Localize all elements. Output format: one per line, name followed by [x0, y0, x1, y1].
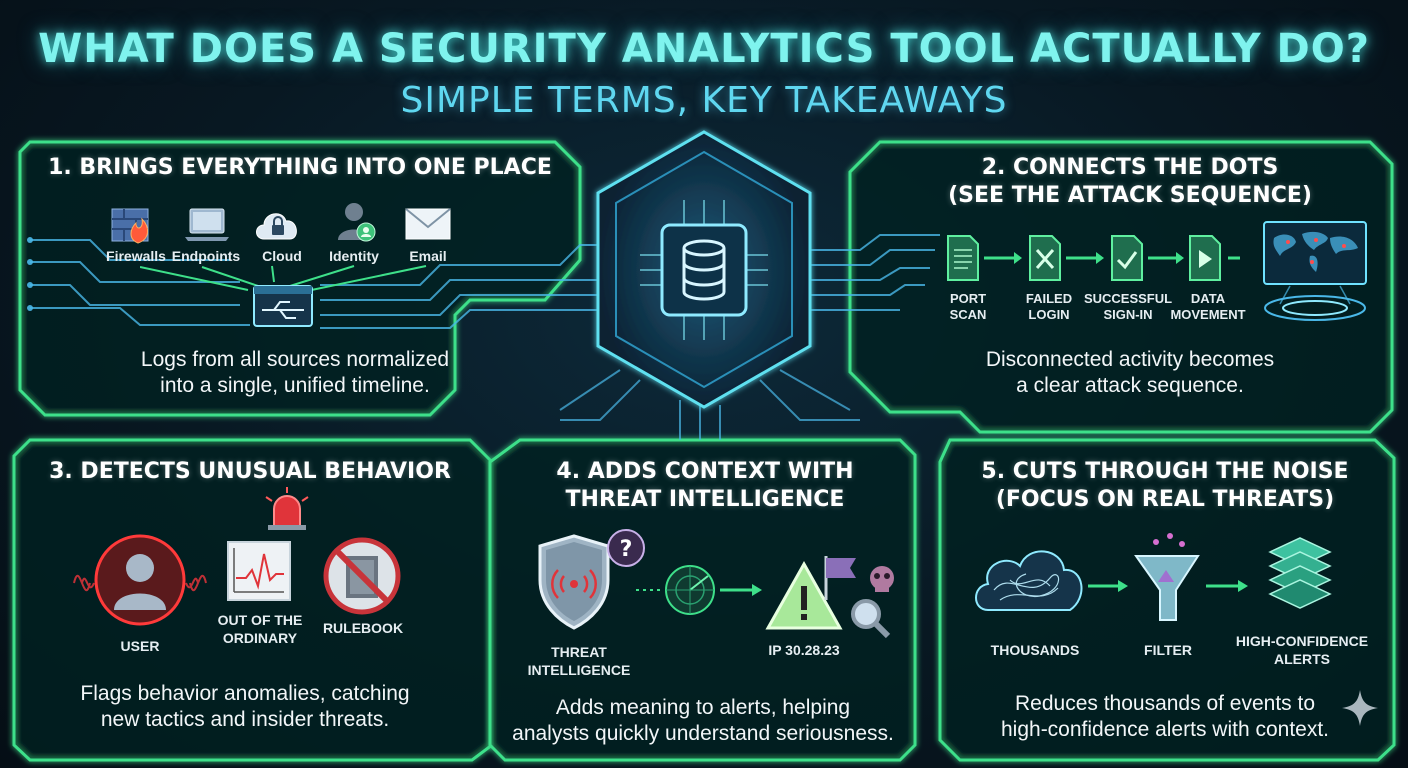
noise-filter-row	[975, 533, 1332, 621]
filter-label: FILTER	[1144, 642, 1192, 658]
step-4-line2: MOVEMENT	[1170, 307, 1246, 322]
page-subtitle: SIMPLE TERMS, KEY TAKEAWAYS	[400, 80, 1008, 121]
panel-5-desc-line2: high-confidence alerts with context.	[1000, 718, 1329, 741]
source-label-cloud: Cloud	[262, 248, 302, 264]
laptop-icon	[185, 208, 229, 241]
panel-2-title-line2: (SEE THE ATTACK SEQUENCE)	[948, 183, 1312, 208]
panel-2-desc-line2: a clear attack sequence.	[1016, 374, 1244, 397]
magnifier-icon	[851, 599, 891, 639]
radar-icon	[636, 565, 762, 615]
svg-text:?: ?	[620, 537, 633, 562]
panel-1-title: 1. BRINGS EVERYTHING INTO ONE PLACE	[48, 155, 552, 180]
source-arrows	[140, 265, 427, 293]
user-icon	[73, 534, 207, 626]
panel-2-title-line1: 2. CONNECTS THE DOTS	[981, 155, 1279, 180]
panel-4-title-line1: 4. ADDS CONTEXT WITH	[556, 459, 854, 484]
page-title: WHAT DOES A SECURITY ANALYTICS TOOL ACTU…	[38, 26, 1370, 72]
cloud-icon	[256, 213, 297, 240]
alerts-line1: HIGH-CONFIDENCE	[1235, 633, 1369, 649]
circuit-lines-right	[800, 234, 940, 311]
step-3-line1: SUCCESSFUL	[1083, 291, 1173, 306]
panel-2-desc-line1: Disconnected activity becomes	[985, 348, 1275, 371]
identity-icon	[338, 203, 376, 242]
circuit-lines-left	[30, 239, 610, 329]
panel-3-title: 3. DETECTS UNUSUAL BEHAVIOR	[49, 459, 451, 484]
panel-4-desc-line1: Adds meaning to alerts, helping	[555, 696, 851, 719]
cloud-noise-icon	[975, 550, 1083, 611]
layers-icon	[1268, 537, 1332, 609]
ordinary-line2: ORDINARY	[222, 630, 298, 646]
rulebook-icon	[323, 537, 401, 615]
document-icon	[947, 235, 979, 281]
ordinary-line1: OUT OF THE	[217, 612, 303, 628]
rulebook-label: RULEBOOK	[322, 620, 404, 636]
source-label-firewalls: Firewalls	[106, 248, 166, 264]
user-label: USER	[120, 638, 160, 654]
email-icon	[405, 208, 451, 240]
step-1-line1: PORT	[949, 291, 987, 306]
skull-icon	[870, 566, 894, 592]
thousands-label: THOUSANDS	[990, 642, 1080, 658]
chart-icon	[227, 541, 291, 601]
panel-1-desc-line2: into a single, unified timeline.	[160, 374, 430, 397]
shield-icon: ?	[538, 529, 645, 630]
ip-label: IP 30.28.23	[768, 642, 840, 658]
panel-5-title-line1: 5. CUTS THROUGH THE NOISE	[981, 459, 1349, 484]
panel-4-desc-line2: analysts quickly understand seriousness.	[512, 722, 894, 745]
source-label-endpoints: Endpoints	[171, 248, 241, 264]
source-label-identity: Identity	[329, 248, 379, 264]
aggregator-icon	[253, 285, 313, 327]
world-map-icon	[1263, 221, 1367, 321]
circuit-lines-down	[559, 369, 860, 440]
sparkle-icon	[1342, 690, 1378, 726]
funnel-icon	[1134, 533, 1200, 621]
database-glyph	[682, 239, 726, 301]
panel-2-border	[848, 140, 1394, 434]
firewall-icon	[111, 208, 149, 244]
siren-icon	[265, 487, 309, 530]
ti-line1: THREAT	[551, 644, 607, 660]
step-2-line1: FAILED	[1025, 291, 1073, 306]
warning-icon	[765, 556, 894, 639]
panel-3-desc-line2: new tactics and insider threats.	[100, 708, 390, 731]
step-4-line1: DATA	[1190, 291, 1226, 306]
step-3-line2: SIGN-IN	[1103, 307, 1153, 322]
step-1-line2: SCAN	[949, 307, 987, 322]
panel-3-desc-line1: Flags behavior anomalies, catching	[80, 682, 410, 705]
panel-5-desc-line1: Reduces thousands of events to	[1014, 692, 1316, 715]
alerts-line2: ALERTS	[1274, 651, 1330, 667]
ti-line2: INTELLIGENCE	[527, 662, 631, 678]
panel-5-title-line2: (FOCUS ON REAL THREATS)	[995, 487, 1335, 512]
attack-sequence-row	[947, 235, 1240, 281]
panel-1-desc-line1: Logs from all sources normalized	[140, 348, 450, 371]
panel-4-title-line2: THREAT INTELLIGENCE	[565, 487, 845, 512]
source-label-email: Email	[409, 248, 447, 264]
step-2-line2: LOGIN	[1028, 307, 1070, 322]
